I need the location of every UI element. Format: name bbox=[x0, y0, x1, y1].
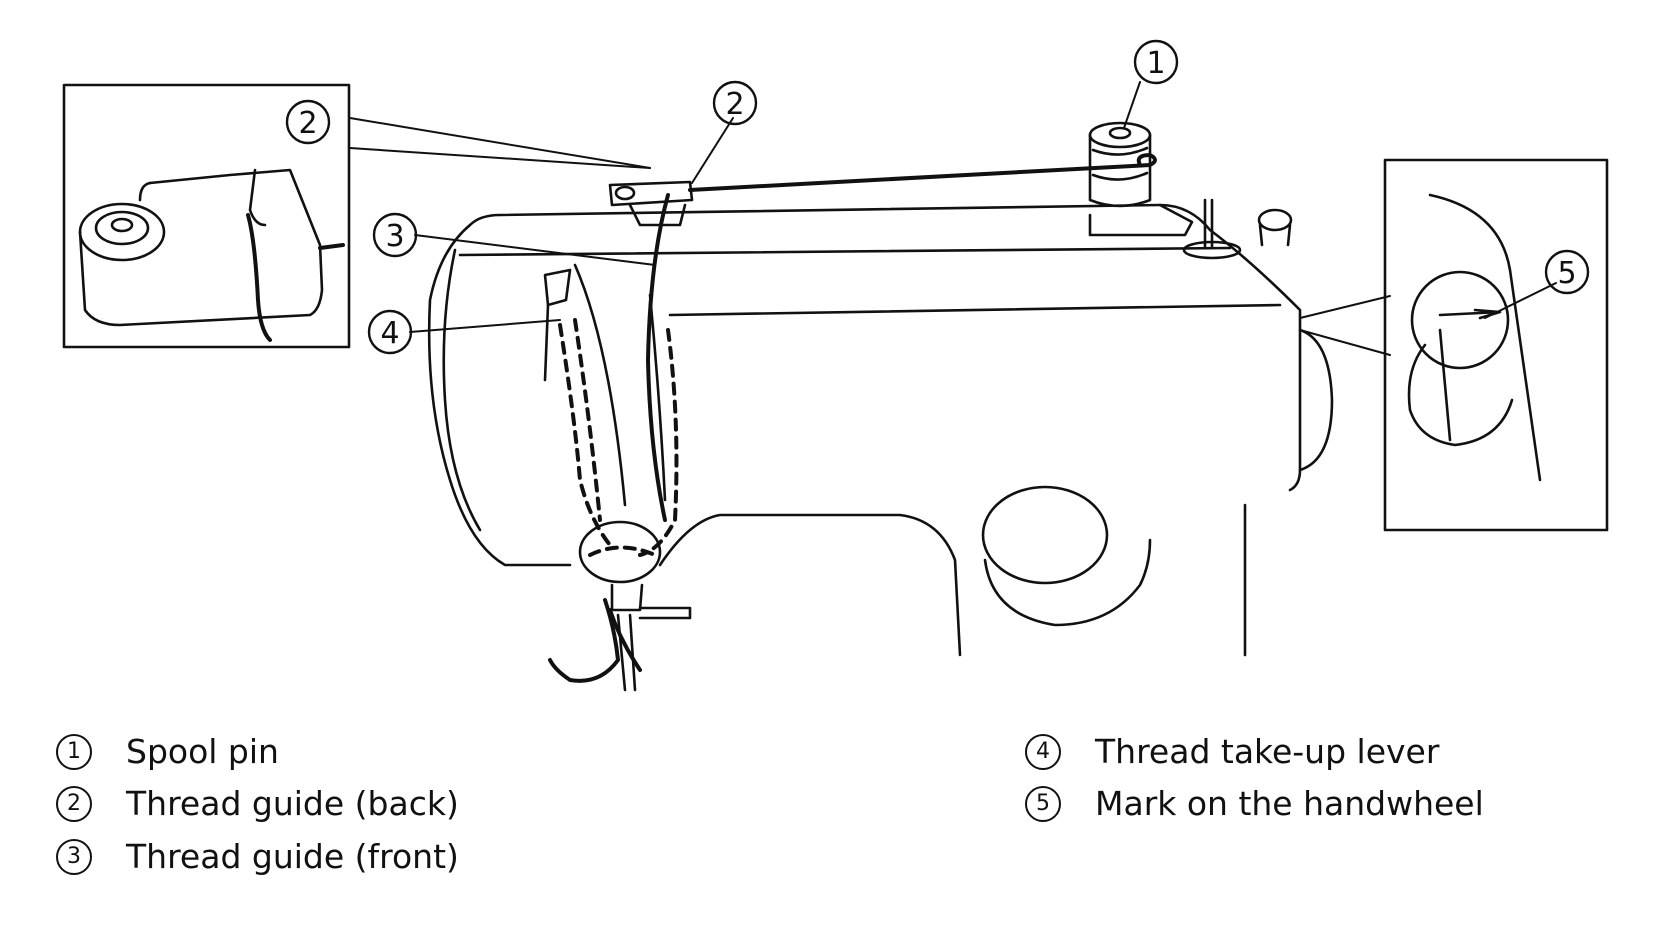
legend-number: 3 bbox=[56, 838, 92, 875]
legend-item-2: 2 Thread guide (back) bbox=[56, 784, 459, 823]
thread-path-hidden bbox=[558, 318, 679, 557]
legend-item-1: 1 Spool pin bbox=[56, 732, 279, 771]
legend-label: Thread take-up lever bbox=[1095, 732, 1440, 771]
legend-item-5: 5 Mark on the handwheel bbox=[1025, 784, 1484, 823]
callout-circles bbox=[285, 39, 1590, 355]
callout-3-number: 3 bbox=[385, 219, 404, 254]
inset-handwheel bbox=[1383, 158, 1609, 532]
callout-2-inset-circle bbox=[285, 99, 331, 145]
spool-pin bbox=[1088, 121, 1293, 260]
callout-4-circle bbox=[367, 309, 413, 355]
legend-number: 1 bbox=[56, 733, 92, 770]
legend-item-4: 4 Thread take-up lever bbox=[1025, 732, 1439, 771]
machine-body bbox=[427, 203, 1334, 657]
legend-label: Thread guide (front) bbox=[126, 837, 459, 876]
callout-1-circle bbox=[1133, 39, 1179, 85]
take-up-lever-area bbox=[543, 263, 667, 507]
legend-label: Mark on the handwheel bbox=[1095, 784, 1484, 823]
callout-2-inset-number: 2 bbox=[298, 106, 317, 141]
callout-2-number: 2 bbox=[725, 87, 744, 122]
callout-2-circle bbox=[712, 80, 758, 126]
callout-leaders bbox=[349, 81, 1557, 356]
legend-number: 2 bbox=[56, 785, 92, 822]
callout-5-number: 5 bbox=[1557, 256, 1576, 291]
inset-thread-guide bbox=[62, 83, 351, 349]
callout-3-circle bbox=[372, 212, 418, 258]
needle-assembly bbox=[578, 520, 692, 692]
callout-1-number: 1 bbox=[1146, 46, 1165, 81]
stitch-dial bbox=[981, 485, 1152, 627]
legend-number: 4 bbox=[1025, 733, 1061, 770]
legend-label: Spool pin bbox=[126, 732, 279, 771]
legend-number: 5 bbox=[1025, 785, 1061, 822]
callout-4-number: 4 bbox=[380, 316, 399, 351]
legend-item-3: 3 Thread guide (front) bbox=[56, 837, 459, 876]
callout-5-circle bbox=[1544, 249, 1590, 295]
legend-label: Thread guide (back) bbox=[126, 784, 459, 823]
thread-path bbox=[548, 153, 1157, 683]
thread-guide-back bbox=[608, 180, 694, 227]
